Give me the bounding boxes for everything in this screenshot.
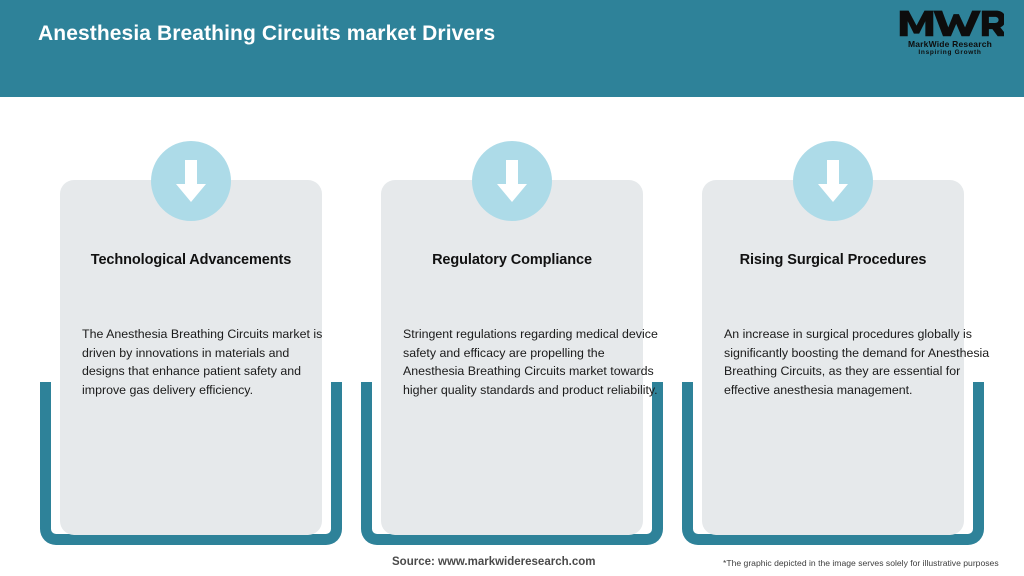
card-panel (702, 180, 964, 535)
source-label[interactable]: Source: www.markwideresearch.com (392, 556, 596, 568)
card-title: Rising Surgical Procedures (739, 252, 927, 268)
disclaimer-note: *The graphic depicted in the image serve… (723, 558, 999, 568)
card-body-text: An increase in surgical procedures globa… (724, 327, 990, 397)
down-arrow-icon (472, 141, 552, 221)
mwr-logo-icon (899, 10, 1004, 37)
card-title: Regulatory Compliance (432, 252, 592, 268)
card-title: Technological Advancements (90, 252, 292, 268)
brand-logo: MarkWide Research Inspiring Growth (898, 8, 1004, 64)
driver-card-2[interactable]: Regulatory Compliance Stringent regulati… (361, 97, 663, 546)
card-frame-accent (682, 382, 984, 545)
down-arrow-icon (793, 141, 873, 221)
page-title: Anesthesia Breathing Circuits market Dri… (38, 22, 496, 45)
logo-company-name: MarkWide Research (907, 39, 993, 49)
logo-tagline: Inspiring Growth (918, 49, 982, 56)
card-body-text: The Anesthesia Breathing Circuits market… (82, 327, 323, 397)
down-arrow-icon (151, 141, 231, 221)
card-frame-accent (361, 382, 663, 545)
header-bar: Anesthesia Breathing Circuits market Dri… (0, 0, 1024, 97)
driver-card-3[interactable]: Rising Surgical Procedures An increase i… (682, 97, 989, 546)
driver-card-1[interactable]: Technological Advancements The Anesthesi… (40, 97, 342, 546)
drivers-card-row: Technological Advancements The Anesthesi… (0, 97, 1024, 546)
card-panel (60, 180, 322, 535)
card-body-text: Stringent regulations regarding medical … (403, 327, 658, 397)
card-frame-accent (40, 382, 342, 545)
card-panel (381, 180, 643, 535)
